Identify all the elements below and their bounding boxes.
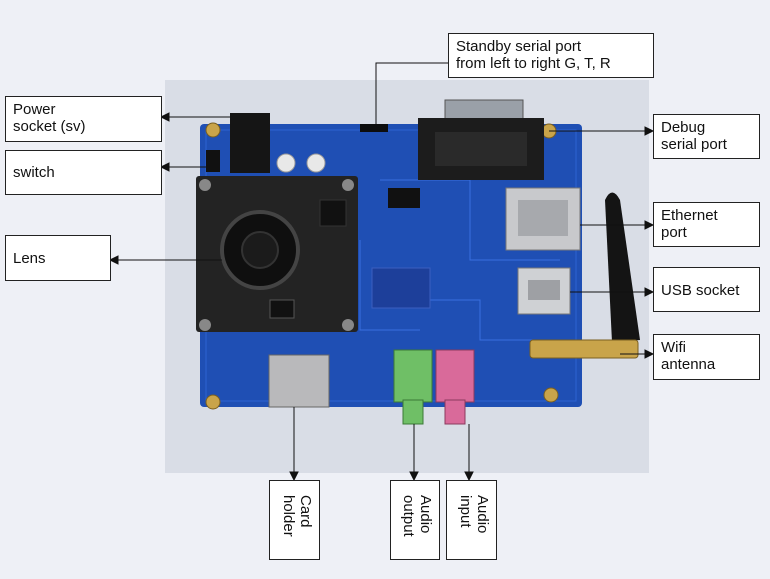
audio-output-label: Audio output: [400, 495, 434, 537]
debug-serial-label: Debug serial port: [653, 114, 760, 159]
ethernet-label: Ethernet port: [653, 202, 760, 247]
card-holder-label: Card holder: [280, 495, 314, 537]
audio-output-jack: [393, 349, 433, 425]
standby-serial-header: [360, 124, 388, 132]
wifi-antenna: [529, 192, 640, 359]
capacitor: [306, 153, 326, 173]
power-socket: [230, 113, 270, 173]
debug-serial-port: [418, 99, 544, 180]
switch-label: switch: [5, 150, 162, 195]
wifi-antenna-label: Wifi antenna: [653, 334, 760, 380]
audio-output-label-box: Audio output: [390, 480, 440, 560]
card-holder: [268, 354, 330, 408]
standby-serial-label: Standby serial port from left to right G…: [448, 33, 654, 78]
wifi-module: [371, 267, 431, 309]
audio-input-jack: [435, 349, 475, 425]
usb-socket-label: USB socket: [653, 267, 760, 312]
lens-label: Lens: [5, 235, 111, 281]
audio-input-label-box: Audio input: [446, 480, 497, 560]
card-holder-label-box: Card holder: [269, 480, 320, 560]
power-switch: [206, 150, 220, 172]
capacitor: [276, 153, 296, 173]
camera-board: [196, 176, 358, 332]
usb-opening: [528, 280, 560, 300]
pointer-lines: [108, 62, 655, 482]
ic-chip: [388, 188, 420, 208]
power-socket-label: Power socket (sv): [5, 96, 162, 142]
ethernet-opening: [518, 200, 568, 236]
audio-input-label: Audio input: [457, 495, 491, 534]
